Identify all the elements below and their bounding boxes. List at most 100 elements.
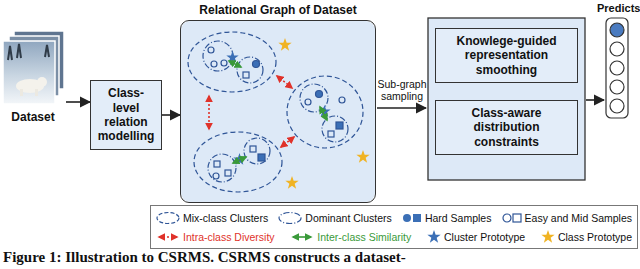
cluster-b xyxy=(194,132,282,192)
legend-text: Mix-class Clusters xyxy=(183,212,268,224)
relation-arrows xyxy=(320,107,327,120)
legend-text: Inter-class Similarity xyxy=(317,231,411,243)
legend-text: Dominant Clusters xyxy=(305,212,391,224)
legend-item: Inter-class Similarity xyxy=(290,230,411,244)
prediction-vector xyxy=(606,18,628,118)
legend-sample xyxy=(290,230,314,244)
node-text: Dataset xyxy=(0,110,66,124)
legend-sample xyxy=(156,230,180,244)
legend-item: Easy and Mid Samples xyxy=(502,211,632,225)
cluster-b xyxy=(244,138,270,164)
relation-arrows xyxy=(209,61,327,163)
figure-caption: Figure 1: Illustration to CSRMS. CSRMS c… xyxy=(3,249,406,266)
legend-text: Cluster Prototype xyxy=(444,231,525,243)
legend-sample xyxy=(427,230,440,243)
legend-text: Easy and Mid Samples xyxy=(525,212,632,224)
cluster-a xyxy=(188,32,276,92)
legend-text: Intra-class Diversity xyxy=(183,231,275,243)
legend-sample xyxy=(293,236,311,238)
cluster-b xyxy=(213,173,219,179)
cluster-a xyxy=(253,61,260,68)
node-text: Class-aware distribution constraints xyxy=(440,106,573,149)
cluster-a xyxy=(188,32,276,92)
legend-row: Intra-class Diversity Inter-class Similar… xyxy=(156,227,632,246)
prediction-vector xyxy=(610,99,624,113)
prediction-vector xyxy=(610,23,624,37)
graph-ground xyxy=(181,21,375,202)
cluster-c xyxy=(336,122,343,129)
legend-sample xyxy=(157,212,179,223)
cluster-c xyxy=(305,99,311,105)
cluster-c xyxy=(339,97,345,103)
prototype-stars xyxy=(226,51,238,63)
node-text: Class-level relation modelling xyxy=(95,86,157,144)
legend-item: Dominant Clusters xyxy=(278,211,391,225)
legend-item: Class Prototype xyxy=(541,230,632,244)
prototype-stars xyxy=(226,38,369,189)
legend-item: Intra-class Diversity xyxy=(156,230,275,244)
arrow-label: Sub-graph sampling xyxy=(377,78,427,102)
dataset-node: Dataset xyxy=(0,30,66,124)
node-text: Predicts xyxy=(597,2,638,14)
legend-box: Mix-class Clusters Dominant Clusters Hard … xyxy=(150,205,638,249)
cluster-a xyxy=(221,60,227,66)
prototype-stars xyxy=(278,38,291,51)
node-text: Knowlege-guided representation smoothing xyxy=(440,34,573,77)
connector xyxy=(66,101,90,103)
legend-item: Hard Samples xyxy=(402,211,492,225)
legend-sample xyxy=(159,236,177,238)
cluster-a xyxy=(237,57,263,83)
legend-item: Mix-class Clusters xyxy=(156,211,268,225)
legend-sample xyxy=(279,212,301,223)
dataset-photos xyxy=(37,77,47,87)
module-panel xyxy=(428,18,585,180)
dataset-photos xyxy=(3,41,55,104)
cluster-b xyxy=(258,154,265,161)
dataset-photos xyxy=(35,89,38,96)
flow-arrows xyxy=(377,107,426,109)
cluster-b xyxy=(250,146,256,152)
flow-arrows xyxy=(586,99,604,101)
prototype-stars xyxy=(285,176,298,189)
legend-text: Hard Samples xyxy=(425,212,492,224)
cluster-c xyxy=(287,76,363,148)
relation-arrows xyxy=(229,61,241,67)
legend-sample xyxy=(541,230,555,244)
relation-arrows xyxy=(277,76,292,88)
legend-sample xyxy=(278,211,302,225)
prototype-stars xyxy=(356,150,369,163)
prediction-vector xyxy=(606,18,628,118)
prototype-stars xyxy=(233,153,245,165)
connector xyxy=(162,114,180,116)
legend-sample xyxy=(541,230,554,243)
cluster-b xyxy=(225,170,231,176)
legend-sample xyxy=(427,230,441,244)
graph-frame xyxy=(180,20,376,203)
prediction-vector xyxy=(610,61,624,75)
cluster-b xyxy=(194,132,282,192)
legend-sample xyxy=(502,211,522,225)
cluster-a xyxy=(208,47,214,53)
dataset-photos xyxy=(8,44,49,60)
legend-sample xyxy=(413,214,421,222)
cluster-c xyxy=(316,91,323,98)
legend-sample xyxy=(156,211,180,225)
dataset-photos xyxy=(20,89,23,96)
module-box: Class-aware distribution constraints xyxy=(435,100,578,155)
cluster-a xyxy=(211,61,217,67)
module-box: Knowlege-guided representation smoothing xyxy=(435,28,578,83)
cluster-c xyxy=(287,76,363,148)
legend-row: Mix-class Clusters Dominant Clusters Hard … xyxy=(156,208,632,227)
legend-sample xyxy=(503,214,511,222)
cluster-a xyxy=(243,72,249,78)
process-box: Class-level relation modelling xyxy=(90,80,162,150)
prediction-vector xyxy=(610,80,624,94)
node-text: Relational Graph of Dataset xyxy=(180,3,376,17)
cluster-b xyxy=(208,154,236,182)
relation-arrows xyxy=(233,157,246,163)
graph-panel: Relational Graph of Dataset xyxy=(180,3,376,203)
dataset-photos xyxy=(3,31,64,104)
legend-sample xyxy=(402,211,422,225)
relation-arrows xyxy=(208,96,210,129)
cluster-b xyxy=(214,161,220,167)
